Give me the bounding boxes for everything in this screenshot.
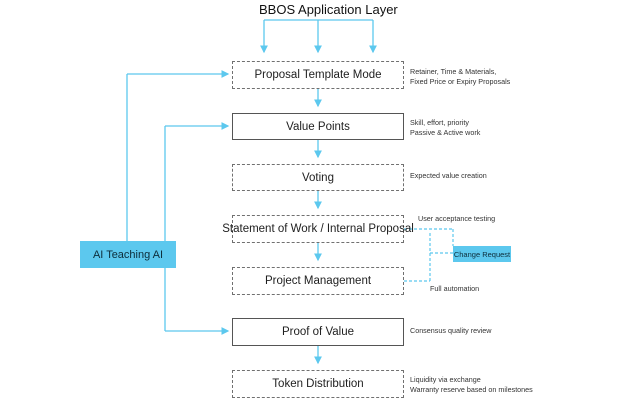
note-voting: Expected value creation <box>410 171 487 181</box>
ai-teaching-ai-box: AI Teaching AI <box>80 241 176 268</box>
note-line: Skill, effort, priority <box>410 118 469 127</box>
diagram-title: BBOS Application Layer <box>259 2 398 17</box>
note-value-points: Skill, effort, priority Passive & Active… <box>410 118 480 138</box>
note-line: Consensus quality review <box>410 326 492 335</box>
loop-label-user-acceptance: User acceptance testing <box>418 214 496 223</box>
step-proof-of-value: Proof of Value <box>232 318 404 346</box>
step-proposal-template-mode: Proposal Template Mode <box>232 61 404 89</box>
step-project-management: Project Management <box>232 267 404 295</box>
step-voting: Voting <box>232 164 404 191</box>
note-line: Expected value creation <box>410 171 487 180</box>
note-token-distribution: Liquidity via exchange Warranty reserve … <box>410 375 533 395</box>
note-line: Passive & Active work <box>410 128 481 137</box>
change-request-box: Change Request <box>453 246 511 262</box>
note-line: Liquidity via exchange <box>410 375 481 384</box>
note-line: Fixed Price or Expiry Proposals <box>410 77 511 86</box>
loop-label-full-automation: Full automation <box>430 284 480 293</box>
note-line: Warranty reserve based on milestones <box>410 385 533 394</box>
note-proof-of-value: Consensus quality review <box>410 326 492 336</box>
step-value-points: Value Points <box>232 113 404 140</box>
step-statement-of-work: Statement of Work / Internal Proposal <box>222 215 414 243</box>
note-line: Retainer, Time & Materials, <box>410 67 497 76</box>
note-proposal-template-mode: Retainer, Time & Materials, Fixed Price … <box>410 67 510 87</box>
step-token-distribution: Token Distribution <box>232 370 404 398</box>
